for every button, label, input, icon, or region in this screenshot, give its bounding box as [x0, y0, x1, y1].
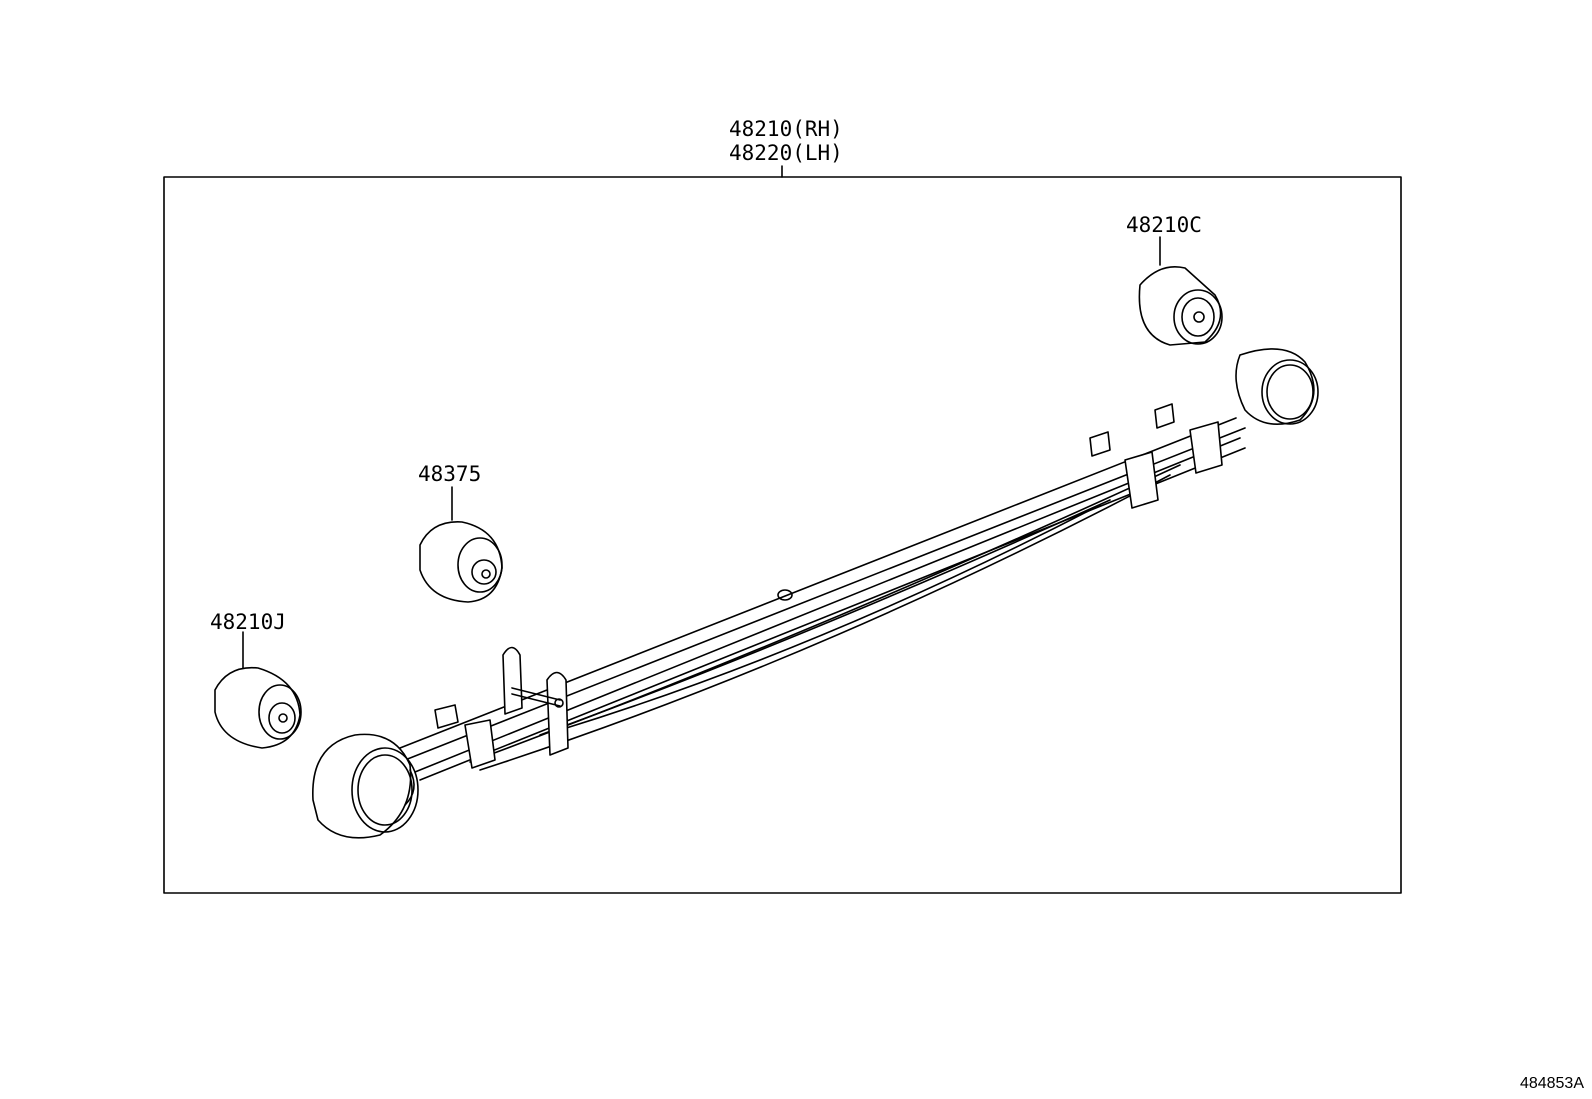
spring-eye-right — [1235, 348, 1319, 426]
spring-pin — [502, 646, 569, 756]
spring-clamps — [434, 403, 1223, 769]
reference-code: 484853A — [1519, 1075, 1584, 1092]
label-main-lh: 48220(LH) — [729, 141, 843, 165]
bushing-48210j — [214, 631, 302, 749]
label-bushing-48210j: 48210J — [210, 610, 286, 634]
label-main-rh: 48210(RH) — [729, 117, 843, 141]
label-bushing-48210c: 48210C — [1126, 213, 1202, 237]
label-bushing-48375: 48375 — [418, 462, 482, 486]
bushing-48210c — [1138, 236, 1223, 346]
spring-eye-left — [312, 733, 419, 839]
bushing-48375 — [419, 486, 503, 603]
leaf-spring — [399, 417, 1246, 781]
